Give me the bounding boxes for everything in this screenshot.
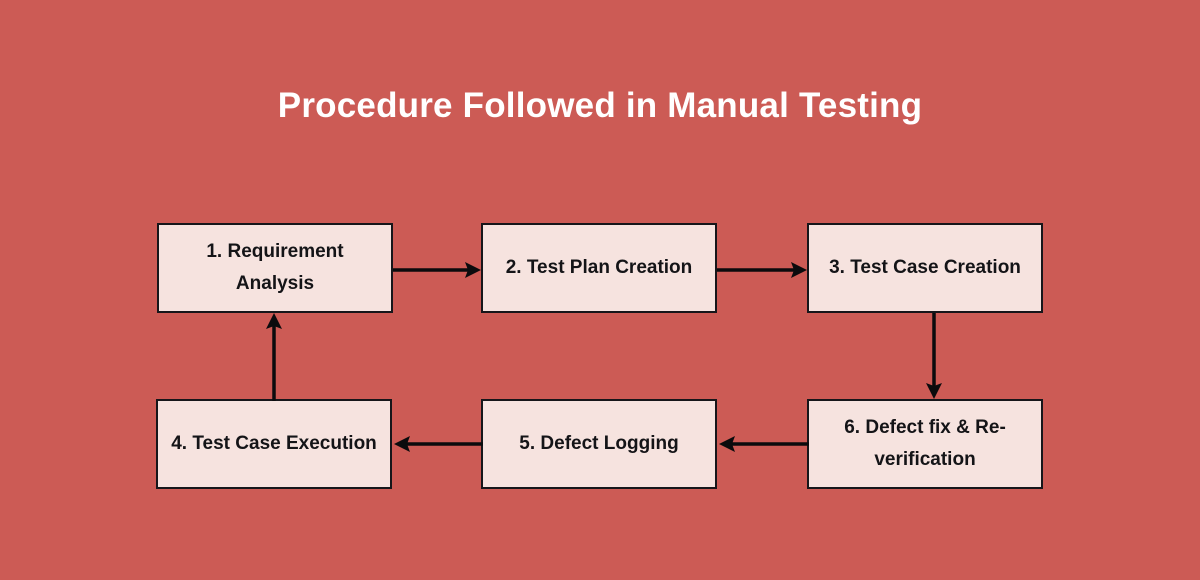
flow-node-test-case-execution[interactable]: 4. Test Case Execution [156, 399, 392, 489]
page-title: Procedure Followed in Manual Testing [277, 86, 923, 125]
flow-node-label: 5. Defect Logging [519, 433, 679, 454]
flow-node-label: 4. Test Case Execution [171, 433, 377, 454]
flow-node-defect-logging[interactable]: 5. Defect Logging [481, 399, 717, 489]
flow-node-label: 2. Test Plan Creation [505, 257, 693, 278]
arrow-up-icon [266, 313, 282, 401]
flow-node-test-case-creation[interactable]: 3. Test Case Creation [807, 223, 1043, 313]
flow-node-label: 3. Test Case Creation [829, 257, 1021, 278]
arrow-left-icon [719, 436, 809, 452]
arrow-right-icon [393, 262, 481, 278]
arrow-left-icon [394, 436, 483, 452]
flow-node-label: 1. Requirement Analysis [206, 241, 344, 294]
flow-node-label: 6. Defect fix & Re-verification [844, 417, 1006, 470]
flow-node-test-plan-creation[interactable]: 2. Test Plan Creation [481, 223, 717, 313]
arrow-right-icon [717, 262, 807, 278]
flow-node-defect-fix-reverification[interactable]: 6. Defect fix & Re-verification [807, 399, 1043, 489]
flow-node-requirement-analysis[interactable]: 1. Requirement Analysis [157, 223, 393, 313]
arrow-down-icon [926, 313, 942, 399]
